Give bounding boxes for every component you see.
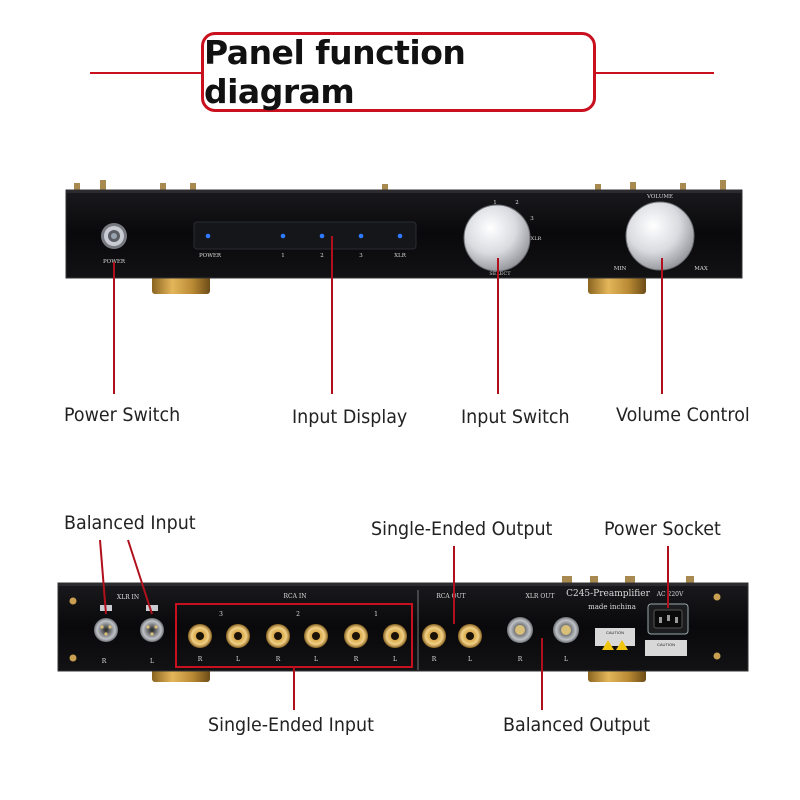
label-single-ended-input: Single-Ended Input bbox=[208, 714, 374, 736]
rca-in-group-3: 3 bbox=[219, 611, 223, 618]
xlr-out-r-label: R bbox=[518, 656, 523, 663]
volume-max-label: MAX bbox=[694, 266, 708, 272]
input-knob-num-xlr: XLR bbox=[531, 236, 542, 242]
display-label-1: 1 bbox=[281, 253, 285, 259]
input-knob-label: SELECT bbox=[489, 271, 511, 277]
power-button[interactable] bbox=[101, 223, 127, 249]
rear-corner-screws bbox=[69, 593, 721, 662]
caution-sticker-1-text: CAUTION bbox=[606, 630, 624, 635]
label-power-switch: Power Switch bbox=[64, 404, 181, 426]
xlr-in-r-connector[interactable] bbox=[94, 618, 118, 642]
callout-line-power-socket bbox=[667, 546, 669, 608]
callout-line-display bbox=[331, 236, 333, 394]
rca-in-3r-label: R bbox=[198, 656, 203, 663]
caution-sticker-1 bbox=[595, 628, 635, 646]
front-foot-left bbox=[152, 276, 210, 294]
diagram-title: Panel function diagram bbox=[204, 33, 466, 111]
front-foot-right bbox=[588, 276, 646, 294]
display-label-power: POWER bbox=[199, 253, 222, 259]
label-balanced-input: Balanced Input bbox=[64, 512, 196, 534]
input-knob-num-1: 1 bbox=[493, 200, 497, 206]
caution-sticker-2-text: CAUTION bbox=[657, 642, 675, 647]
display-label-2: 2 bbox=[320, 253, 324, 259]
title-rule-left bbox=[90, 72, 201, 74]
input-display-window bbox=[193, 221, 417, 250]
xlr-out-l-label: L bbox=[564, 656, 568, 663]
volume-label: VOLUME bbox=[646, 194, 673, 200]
callout-line-single-ended-input bbox=[293, 667, 295, 710]
callout-line-power bbox=[113, 262, 115, 394]
warning-triangle-icon bbox=[616, 640, 628, 650]
xlr-out-label: XLR OUT bbox=[526, 593, 555, 600]
rca-in-1l-label: L bbox=[393, 656, 397, 663]
display-label-3: 3 bbox=[359, 253, 363, 259]
xlr-in-l-connector[interactable] bbox=[140, 618, 164, 642]
rca-out-l-label: L bbox=[468, 656, 472, 663]
rear-chassis bbox=[57, 582, 749, 672]
xlr-out-connectors[interactable] bbox=[507, 617, 579, 643]
input-knob-num-3: 3 bbox=[530, 216, 534, 222]
rca-out-label: RCA OUT bbox=[436, 593, 465, 600]
display-label-xlr: XLR bbox=[394, 253, 407, 259]
made-in-label: made inchina bbox=[588, 603, 636, 611]
label-input-switch: Input Switch bbox=[461, 406, 570, 428]
rca-in-label: RCA IN bbox=[284, 593, 307, 600]
input-knob-num-2: 2 bbox=[515, 200, 519, 206]
rca-in-jacks[interactable] bbox=[188, 624, 407, 648]
rca-out-r-label: R bbox=[432, 656, 437, 663]
label-input-display: Input Display bbox=[292, 406, 408, 428]
callout-line-single-ended-output bbox=[453, 546, 455, 624]
rca-in-3l-label: L bbox=[236, 656, 240, 663]
rca-in-group-2: 2 bbox=[296, 611, 300, 618]
xlr-in-label: XLR IN bbox=[117, 594, 139, 601]
rca-in-group-1: 1 bbox=[374, 611, 378, 618]
xlr-in-r-label: R bbox=[102, 658, 107, 665]
callout-line-volume bbox=[661, 258, 663, 394]
callout-line-balanced-output bbox=[541, 638, 543, 710]
ac-voltage-label: AC 220V bbox=[656, 591, 684, 598]
xlr-in-l-label: L bbox=[150, 658, 154, 665]
rca-in-2l-label: L bbox=[314, 656, 318, 663]
input-display-leds bbox=[205, 233, 403, 239]
caution-sticker-2 bbox=[645, 640, 687, 656]
rca-out-jacks[interactable] bbox=[422, 624, 482, 648]
label-power-socket: Power Socket bbox=[604, 518, 721, 540]
rca-in-1r-label: R bbox=[354, 656, 359, 663]
label-volume-control: Volume Control bbox=[616, 404, 750, 426]
label-single-ended-output: Single-Ended Output bbox=[371, 518, 553, 540]
title-rule-right bbox=[596, 72, 714, 74]
front-top-screws bbox=[74, 180, 726, 191]
label-balanced-output: Balanced Output bbox=[503, 714, 651, 736]
rca-in-2r-label: R bbox=[276, 656, 281, 663]
title-box: Panel function diagram bbox=[201, 32, 596, 112]
volume-min-label: MIN bbox=[614, 266, 627, 272]
warning-triangle-icon bbox=[602, 640, 614, 650]
model-label: C245-Preamplifier bbox=[566, 589, 651, 599]
volume-knob[interactable] bbox=[625, 201, 695, 271]
rear-top-screws bbox=[562, 576, 694, 584]
power-socket[interactable] bbox=[647, 603, 689, 635]
callout-line-input-switch bbox=[497, 258, 499, 394]
